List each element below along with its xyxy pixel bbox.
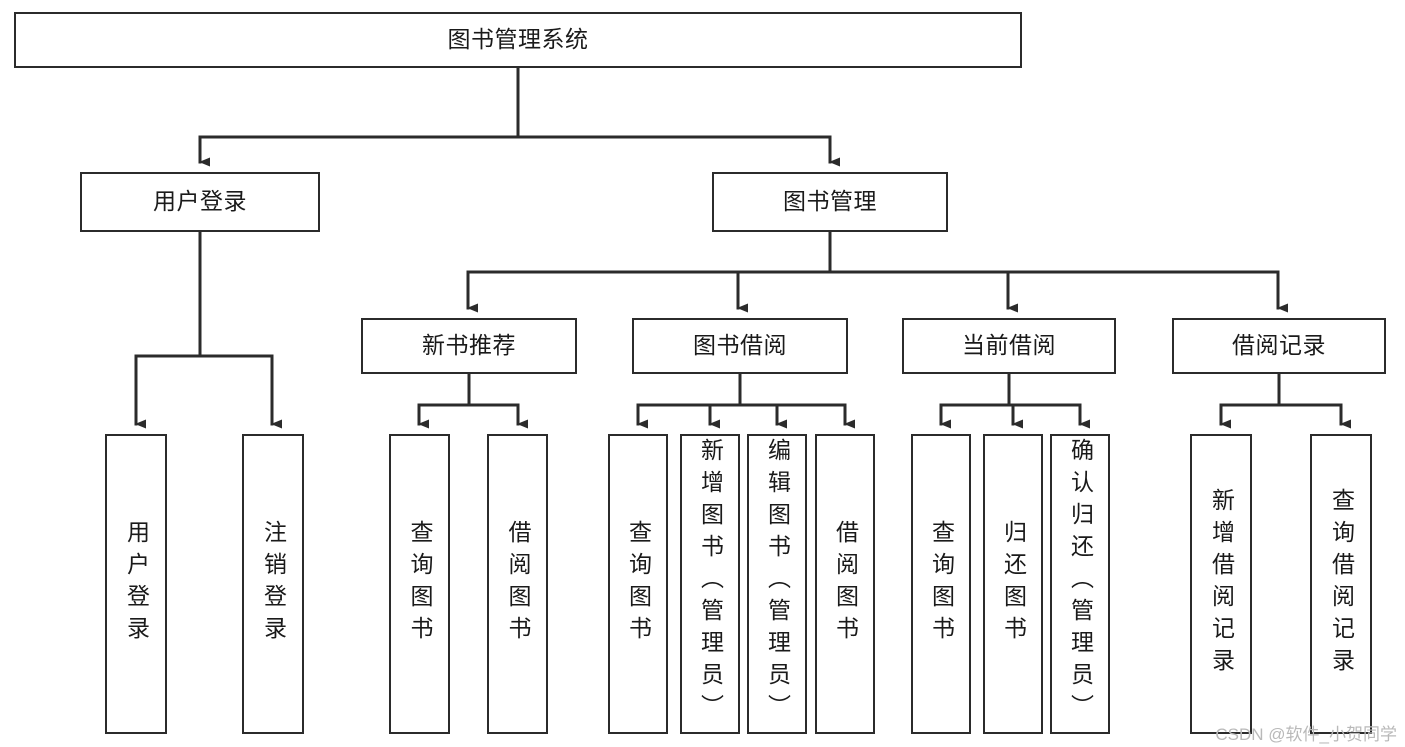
node-leaf-logout-label: 注销登录 xyxy=(260,520,287,648)
node-leaf-confirm-return-admin[interactable]: 确认归还（管理员） xyxy=(1050,434,1110,734)
node-leaf-return-book[interactable]: 归还图书 xyxy=(983,434,1043,734)
connector-lines xyxy=(134,66,1351,429)
node-current-borrow-label: 当前借阅 xyxy=(962,332,1056,359)
node-new-book-recommend-label: 新书推荐 xyxy=(422,332,516,359)
node-book-borrow-label: 图书借阅 xyxy=(693,332,787,359)
node-leaf-logout[interactable]: 注销登录 xyxy=(242,434,304,734)
node-leaf-borrow-book-1[interactable]: 借阅图书 xyxy=(487,434,548,734)
node-user-login[interactable]: 用户登录 xyxy=(80,172,320,232)
node-leaf-query-book-3-label: 查询图书 xyxy=(928,520,955,648)
node-leaf-query-borrow-record-label: 查询借阅记录 xyxy=(1328,488,1355,680)
node-book-management[interactable]: 图书管理 xyxy=(712,172,948,232)
node-leaf-confirm-return-admin-label: 确认归还（管理员） xyxy=(1067,438,1094,726)
node-leaf-edit-book-admin[interactable]: 编辑图书（管理员） xyxy=(747,434,807,734)
node-book-borrow[interactable]: 图书借阅 xyxy=(632,318,848,374)
node-leaf-query-book-3[interactable]: 查询图书 xyxy=(911,434,971,734)
node-leaf-borrow-book-2[interactable]: 借阅图书 xyxy=(815,434,875,734)
node-leaf-user-login-label: 用户登录 xyxy=(123,520,150,648)
node-leaf-query-book-1[interactable]: 查询图书 xyxy=(389,434,450,734)
node-borrow-record[interactable]: 借阅记录 xyxy=(1172,318,1386,374)
node-leaf-edit-book-admin-label: 编辑图书（管理员） xyxy=(764,438,791,726)
node-leaf-query-book-1-label: 查询图书 xyxy=(407,520,433,648)
node-leaf-add-book-admin[interactable]: 新增图书（管理员） xyxy=(680,434,740,734)
node-root[interactable]: 图书管理系统 xyxy=(14,12,1022,68)
node-leaf-add-borrow-record-label: 新增借阅记录 xyxy=(1208,488,1235,680)
node-leaf-add-borrow-record[interactable]: 新增借阅记录 xyxy=(1190,434,1252,734)
node-leaf-query-book-2-label: 查询图书 xyxy=(625,520,652,648)
node-leaf-query-book-2[interactable]: 查询图书 xyxy=(608,434,668,734)
node-leaf-add-book-admin-label: 新增图书（管理员） xyxy=(697,438,724,726)
node-current-borrow[interactable]: 当前借阅 xyxy=(902,318,1116,374)
node-leaf-query-borrow-record[interactable]: 查询借阅记录 xyxy=(1310,434,1372,734)
node-book-management-label: 图书管理 xyxy=(783,188,877,215)
node-leaf-borrow-book-1-label: 借阅图书 xyxy=(505,520,531,648)
node-user-login-label: 用户登录 xyxy=(153,188,247,215)
node-leaf-user-login[interactable]: 用户登录 xyxy=(105,434,167,734)
node-leaf-return-book-label: 归还图书 xyxy=(1000,520,1027,648)
node-root-label: 图书管理系统 xyxy=(447,26,589,53)
node-leaf-borrow-book-2-label: 借阅图书 xyxy=(832,520,859,648)
node-new-book-recommend[interactable]: 新书推荐 xyxy=(361,318,577,374)
node-borrow-record-label: 借阅记录 xyxy=(1232,332,1326,359)
